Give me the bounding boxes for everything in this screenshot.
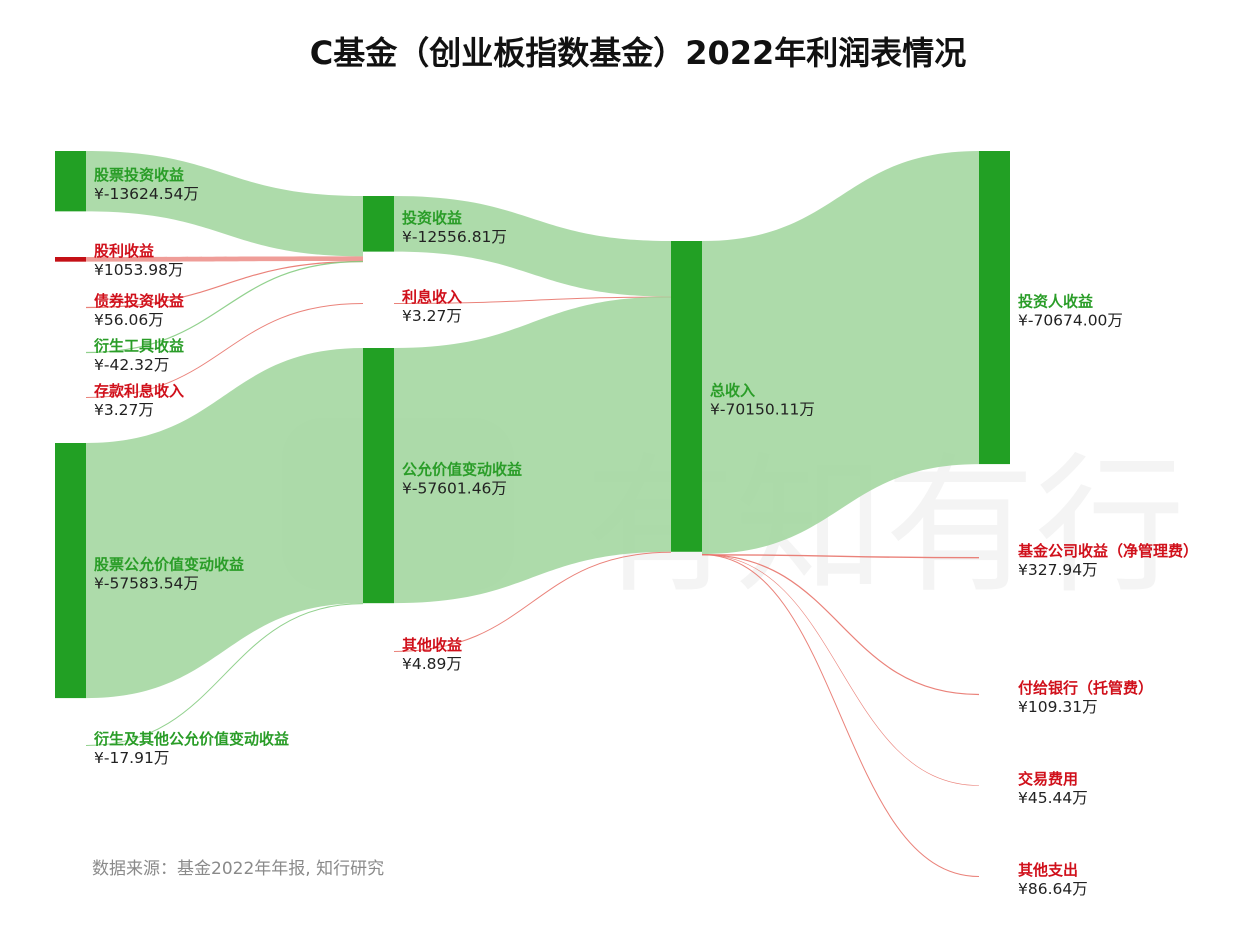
node-value-investor: ¥-70674.00万: [1018, 312, 1123, 330]
node-bar-stock_inv: [55, 151, 86, 212]
node-label-custody_fee: 付给银行（托管费）: [1018, 679, 1153, 697]
node-bar-fv_change: [363, 348, 394, 604]
node-value-custody_fee: ¥109.31万: [1018, 698, 1098, 716]
sankey-link-stock_fv-to-fv_change: [86, 348, 363, 699]
sankey-link-total-to-investor: [702, 151, 979, 555]
node-value-stock_fv: ¥-57583.54万: [94, 575, 199, 593]
node-label-deposit_int: 存款利息收入: [94, 382, 184, 400]
node-value-inv_income: ¥-12556.81万: [402, 228, 507, 246]
sankey-link-stock_inv-to-inv_income: [86, 151, 363, 257]
sankey-labels: 股票投资收益¥-13624.54万股利收益¥1053.98万债券投资收益¥56.…: [93, 166, 1198, 898]
node-bar-stock_fv: [55, 443, 86, 699]
node-value-total: ¥-70150.11万: [710, 400, 815, 418]
chart-title: C基金（创业板指数基金）2022年利润表情况: [310, 34, 967, 72]
sankey-link-total-to-mgmt_fee: [701, 554, 980, 559]
sankey-link-deriv_fv-to-fv_change: [85, 603, 364, 746]
sankey-link-total-to-other_exp: [701, 554, 980, 877]
node-label-stock_inv: 股票投资收益: [94, 166, 184, 184]
sankey-link-total-to-custody_fee: [701, 553, 980, 696]
sankey-link-other_income-to-total: [393, 551, 672, 652]
node-label-fv_change: 公允价值变动收益: [402, 461, 522, 479]
node-value-deriv_fv: ¥-17.91万: [94, 749, 169, 767]
node-bar-dividend: [55, 257, 86, 262]
sankey-link-fv_change-to-total: [394, 296, 671, 604]
node-value-interest: ¥3.27万: [402, 307, 462, 325]
node-label-trade_fee: 交易费用: [1018, 770, 1078, 788]
node-label-inv_income: 投资收益: [402, 209, 462, 227]
node-label-investor: 投资人收益: [1018, 293, 1093, 311]
sankey-link-deposit_int-to-interest: [85, 303, 364, 398]
node-label-other_income: 其他收益: [402, 636, 462, 654]
source-note: 数据来源：基金2022年年报, 知行研究: [92, 859, 384, 879]
node-label-deriv: 衍生工具收益: [93, 337, 184, 355]
node-value-bond_inv: ¥56.06万: [94, 311, 164, 329]
node-label-interest: 利息收入: [402, 288, 462, 306]
sankey-link-inv_income-to-total: [394, 196, 671, 297]
node-label-bond_inv: 债券投资收益: [94, 292, 184, 310]
node-value-mgmt_fee: ¥327.94万: [1018, 561, 1098, 579]
node-value-deposit_int: ¥3.27万: [94, 401, 154, 419]
node-label-total: 总收入: [710, 381, 755, 399]
node-bar-inv_income: [363, 196, 394, 252]
node-value-stock_inv: ¥-13624.54万: [94, 185, 199, 203]
node-label-mgmt_fee: 基金公司收益（净管理费）: [1017, 542, 1198, 560]
node-label-dividend: 股利收益: [94, 242, 154, 260]
node-value-other_income: ¥4.89万: [402, 655, 462, 673]
node-value-trade_fee: ¥45.44万: [1018, 789, 1088, 807]
node-label-other_exp: 其他支出: [1018, 861, 1078, 879]
node-bar-total: [671, 241, 702, 552]
node-value-other_exp: ¥86.64万: [1018, 880, 1088, 898]
node-value-deriv: ¥-42.32万: [94, 356, 169, 374]
sankey-links: [85, 151, 980, 877]
sankey-link-deriv-to-inv_income: [85, 260, 364, 354]
sankey-link-bond_inv-to-inv_income: [85, 260, 364, 309]
node-value-dividend: ¥1053.98万: [94, 261, 183, 279]
node-bar-investor: [979, 151, 1010, 465]
node-label-deriv_fv: 衍生及其他公允价值变动收益: [93, 730, 289, 748]
node-value-fv_change: ¥-57601.46万: [402, 480, 507, 498]
sankey-link-total-to-trade_fee: [701, 554, 980, 786]
sankey-link-interest-to-total: [393, 296, 672, 304]
sankey-nodes: [55, 151, 1010, 699]
node-label-stock_fv: 股票公允价值变动收益: [94, 556, 244, 574]
sankey-link-dividend-to-inv_income: [86, 256, 363, 262]
